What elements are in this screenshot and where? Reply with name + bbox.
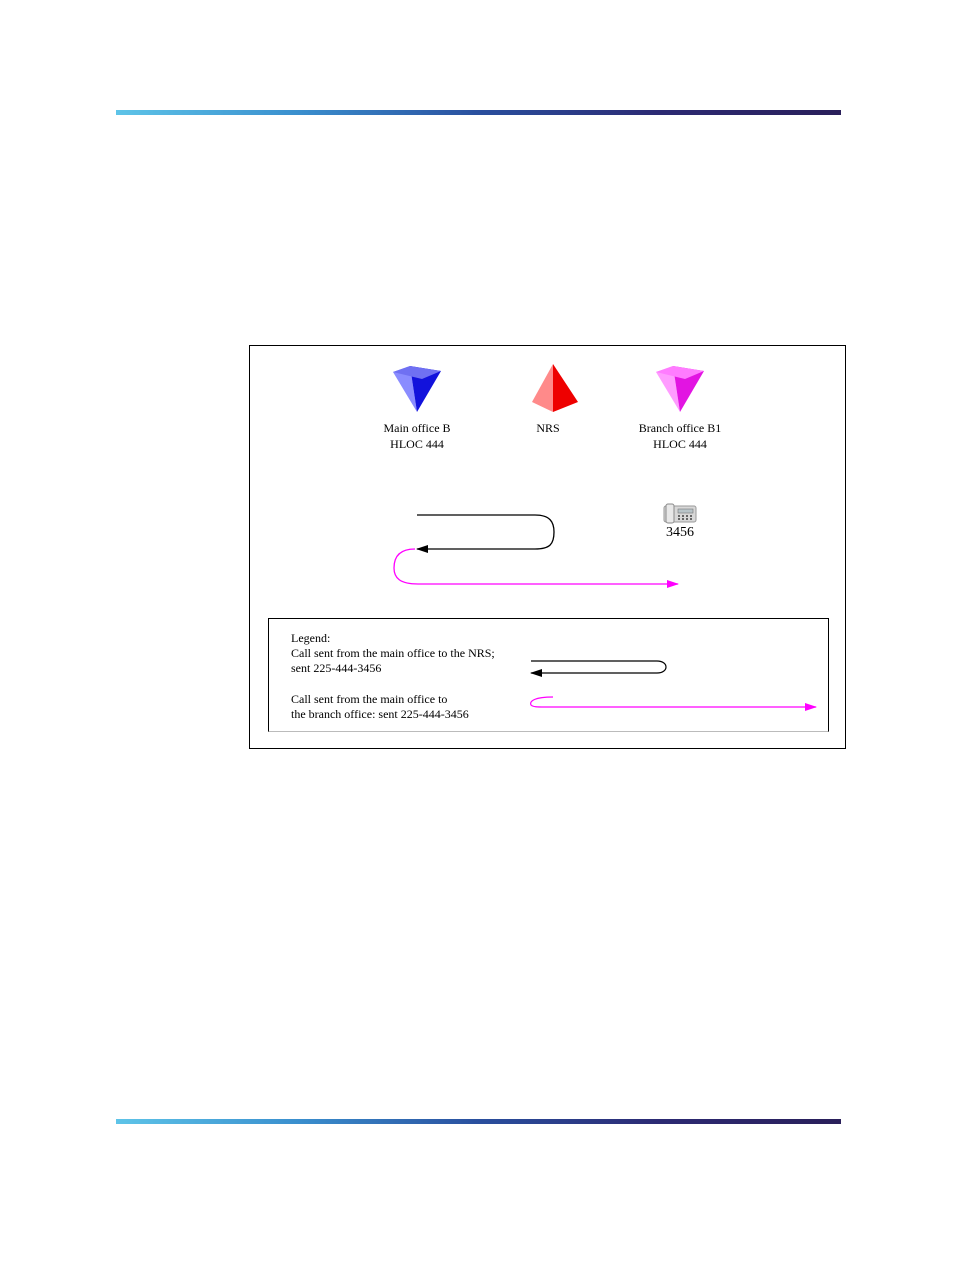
main-office-pyramid-icon [393, 366, 441, 412]
header-rule [116, 110, 841, 115]
call-to-nrs-path [417, 515, 554, 549]
call-to-branch-path [394, 549, 678, 584]
branch-office-name: Branch office B1 [639, 420, 721, 436]
legend-swatches [269, 619, 830, 733]
legend-black-arrow-sample [531, 661, 666, 673]
telephone-extension: 3456 [666, 525, 694, 541]
main-office-name: Main office B [383, 420, 450, 436]
nrs-label: NRS [536, 420, 559, 436]
legend-magenta-arrow-sample [531, 697, 816, 707]
branch-office-pyramid-icon [656, 366, 704, 412]
main-office-label: Main office B HLOC 444 [383, 420, 450, 452]
legend-box: Legend: Call sent from the main office t… [268, 618, 829, 732]
nrs-name: NRS [536, 420, 559, 436]
nrs-pyramid-icon [532, 364, 578, 412]
telephone-icon [664, 504, 696, 523]
main-office-hloc: HLOC 444 [383, 436, 450, 452]
branch-office-label: Branch office B1 HLOC 444 [639, 420, 721, 452]
branch-office-hloc: HLOC 444 [639, 436, 721, 452]
footer-rule [116, 1119, 841, 1124]
call-routing-figure: Main office B HLOC 444 NRS Branch office… [249, 345, 846, 749]
